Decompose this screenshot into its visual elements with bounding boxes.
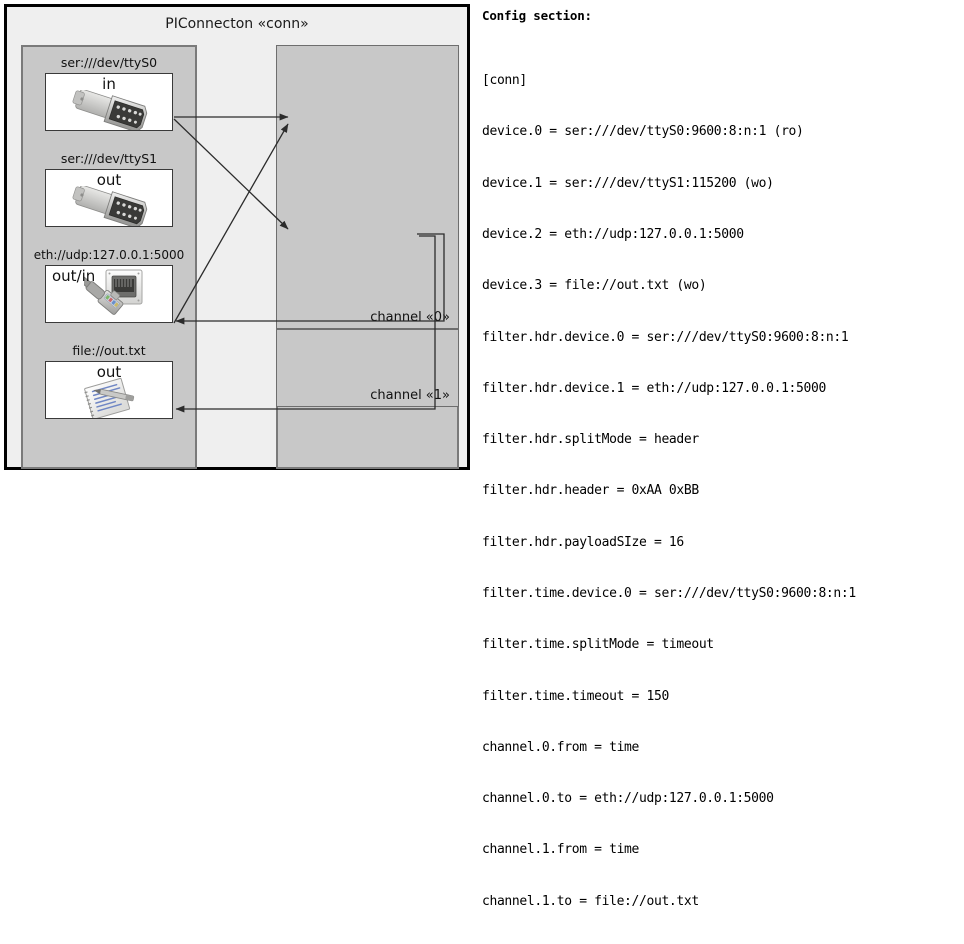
config-line: filter.hdr.payloadSIze = 16 bbox=[482, 534, 684, 550]
config-line: filter.hdr.device.1 = eth://udp:127.0.0.… bbox=[482, 380, 826, 396]
config-line: device.1 = ser:///dev/ttyS1:115200 (wo) bbox=[482, 175, 774, 191]
config-line: filter.hdr.header = 0xAA 0xBB bbox=[482, 483, 699, 499]
device-label: ser:///dev/ttyS0 bbox=[60, 55, 158, 70]
device-io-label: out bbox=[96, 363, 122, 381]
text-file-pen-icon bbox=[78, 376, 142, 418]
config-lines: [conn] device.0 = ser:///dev/ttyS0:9600:… bbox=[482, 38, 960, 944]
channel-label: channel «1» bbox=[370, 388, 450, 403]
config-line: [conn] bbox=[482, 73, 527, 89]
devices-panel: ser:///dev/ttyS0 in bbox=[21, 45, 197, 469]
config-panel: Config section: [conn] device.0 = ser://… bbox=[482, 8, 960, 944]
device-label: ser:///dev/ttyS1 bbox=[60, 151, 158, 166]
device-box[interactable]: out bbox=[45, 169, 173, 227]
serial-db9-icon bbox=[68, 185, 154, 226]
config-line: channel.1.from = time bbox=[482, 842, 640, 858]
channel-box-1[interactable]: channel «1» bbox=[276, 329, 459, 407]
device-group-eth[interactable]: eth://udp:127.0.0.1:5000 out/in bbox=[33, 247, 185, 323]
config-heading: Config section: bbox=[482, 8, 592, 23]
device-box[interactable]: out bbox=[45, 361, 173, 419]
config-line: filter.time.timeout = 150 bbox=[482, 688, 669, 704]
diagram-title: PIConnecton «conn» bbox=[165, 16, 309, 32]
filters-panel: filters Filter «hdr» header = 0xAA 0xBB … bbox=[276, 45, 459, 469]
config-line: device.3 = file://out.txt (wo) bbox=[482, 278, 707, 294]
config-line: channel.1.to = file://out.txt bbox=[482, 893, 699, 909]
device-io-label: out bbox=[96, 171, 122, 189]
device-box[interactable]: out/in bbox=[45, 265, 173, 323]
device-group-file[interactable]: file://out.txt out bbox=[33, 343, 185, 419]
diagram-frame: PIConnecton «conn» ser:///dev/ttyS0 in bbox=[4, 4, 470, 470]
config-line: filter.time.splitMode = timeout bbox=[482, 637, 714, 653]
config-line: channel.0.to = eth://udp:127.0.0.1:5000 bbox=[482, 791, 774, 807]
config-line: filter.hdr.splitMode = header bbox=[482, 432, 699, 448]
channel-box-0[interactable]: channel «0» bbox=[276, 45, 459, 329]
config-line: filter.hdr.device.0 = ser:///dev/ttyS0:9… bbox=[482, 329, 849, 345]
channel-label: channel «0» bbox=[370, 310, 450, 325]
device-group-ttys0[interactable]: ser:///dev/ttyS0 in bbox=[33, 55, 185, 131]
device-group-ttys1[interactable]: ser:///dev/ttyS1 out bbox=[33, 151, 185, 227]
config-line: channel.0.from = time bbox=[482, 739, 640, 755]
serial-db9-icon bbox=[68, 89, 154, 130]
config-line: device.0 = ser:///dev/ttyS0:9600:8:n:1 (… bbox=[482, 124, 804, 140]
config-line: filter.time.device.0 = ser:///dev/ttyS0:… bbox=[482, 586, 856, 601]
ethernet-jack-icon bbox=[76, 268, 160, 322]
config-line: device.2 = eth://udp:127.0.0.1:5000 bbox=[482, 227, 744, 243]
device-label: file://out.txt bbox=[72, 343, 146, 358]
device-label: eth://udp:127.0.0.1:5000 bbox=[33, 248, 185, 262]
device-io-label: in bbox=[102, 75, 116, 93]
device-box[interactable]: in bbox=[45, 73, 173, 131]
device-io-label: out/in bbox=[52, 267, 96, 285]
